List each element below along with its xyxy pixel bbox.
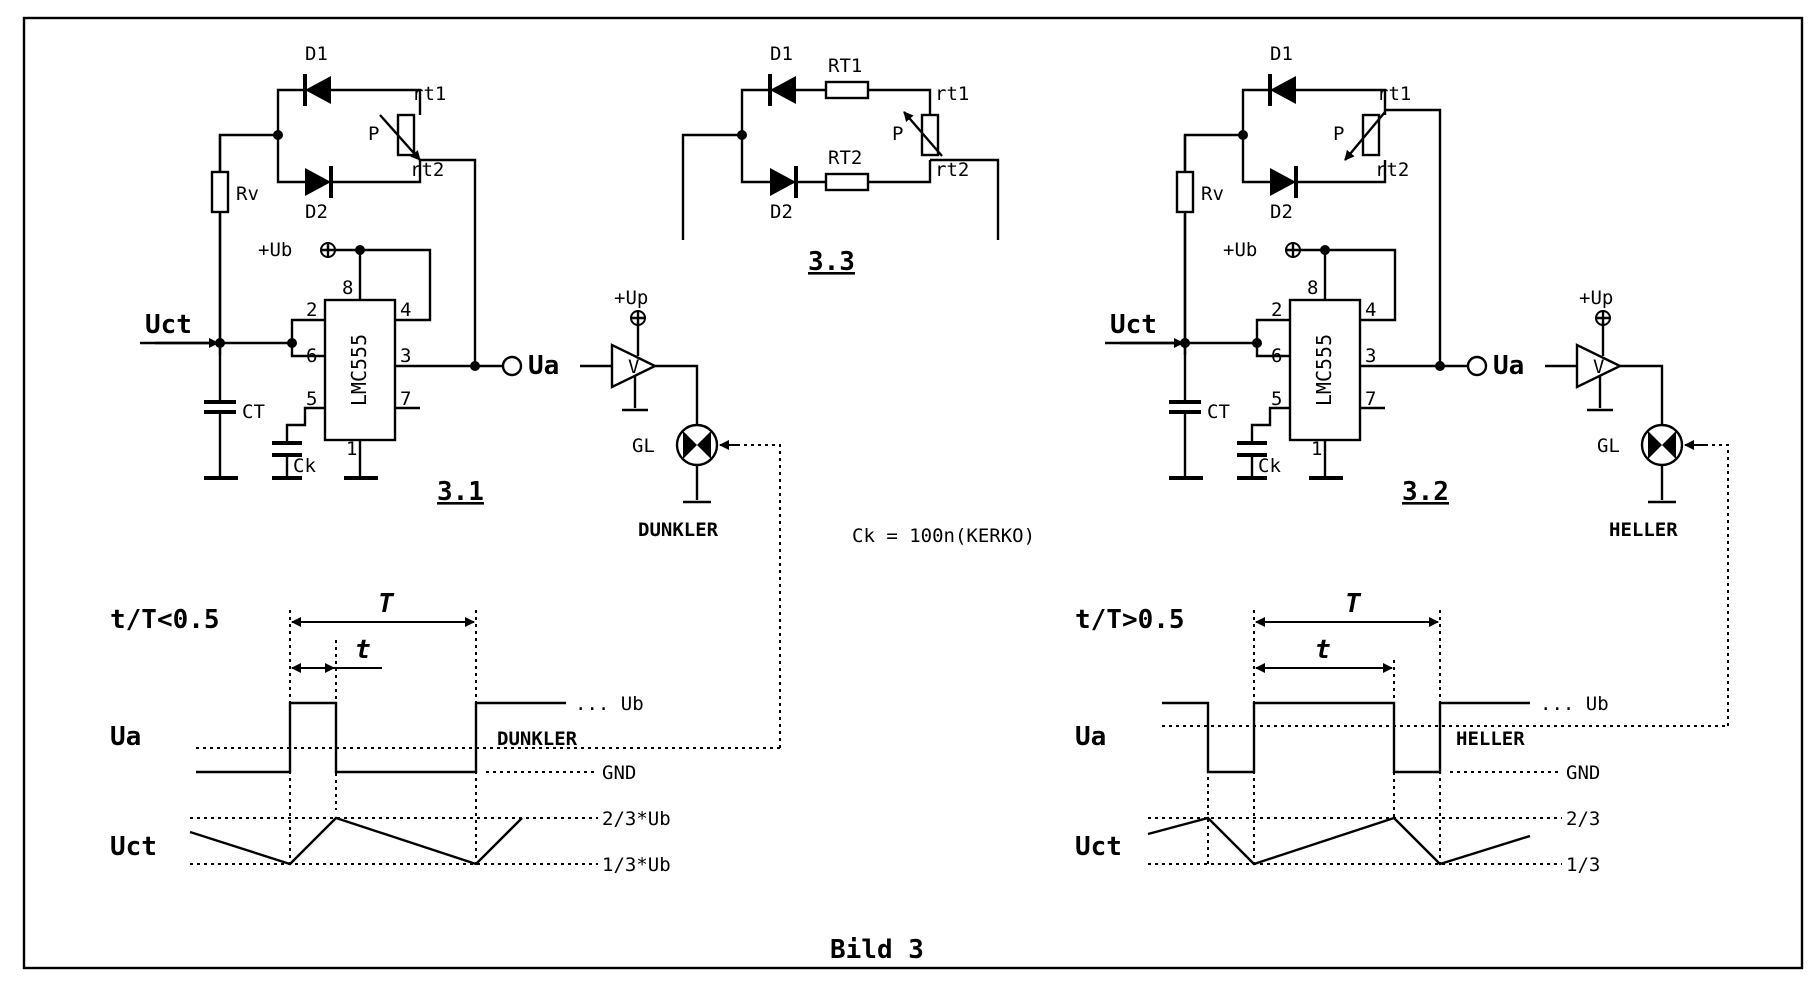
- pin-6: 6: [1271, 345, 1282, 367]
- section-label: 3.2: [1402, 477, 1449, 507]
- lamp-label: GL: [632, 435, 655, 457]
- pot-rt1-label: rt1: [1377, 83, 1411, 105]
- diode-d2-label: D2: [770, 201, 793, 223]
- resistor-rt2: [824, 172, 870, 192]
- level-gnd: GND: [1566, 762, 1600, 784]
- ck-note: Ck = 100n(KERKO): [852, 525, 1035, 547]
- pin-7: 7: [1365, 388, 1376, 410]
- pot-rt1-label: rt1: [412, 83, 446, 105]
- svg-text:V: V: [1593, 356, 1604, 378]
- result-label: HELLER: [1456, 728, 1525, 750]
- ic-lmc555-1: [323, 298, 397, 442]
- level-low: 1/3*Ub: [602, 854, 671, 876]
- uct-label: Uct: [1075, 832, 1122, 862]
- pot-rt2-label: rt2: [935, 159, 969, 181]
- level-ub: ... Ub: [575, 693, 644, 715]
- result-label: HELLER: [1609, 519, 1678, 541]
- uct-label: Uct: [110, 832, 157, 862]
- pin-2: 2: [306, 299, 317, 321]
- pot-rt1-label: rt1: [935, 83, 969, 105]
- diode-d1-symbol: [305, 76, 331, 104]
- timing-diagram-2: t/T>0.5 Ua Uct T t ... Ub GND HELLER 2/3…: [1075, 589, 1728, 876]
- diode-d1-label: D1: [770, 43, 793, 65]
- circuit-3-3: D1 D2 RT1 RT2 P rt1 rt2 3.3: [681, 43, 1000, 277]
- pot-label: P: [368, 123, 379, 145]
- pot-rt2-label: rt2: [410, 159, 444, 181]
- ua-label: Ua: [1075, 722, 1106, 752]
- resistor-rv-label: Rv: [1201, 183, 1224, 205]
- svg-text:V: V: [628, 356, 639, 378]
- result-label: DUNKLER: [638, 519, 719, 541]
- ic-label: LMC555: [347, 334, 371, 406]
- resistor-rv-label: Rv: [236, 183, 259, 205]
- output-ua-label: Ua: [528, 351, 559, 381]
- supply-label: +Ub: [258, 239, 292, 261]
- amplifier-symbol: [610, 343, 658, 389]
- condition-label: t/T<0.5: [110, 605, 220, 635]
- pin-3: 3: [400, 345, 411, 367]
- cap-ck-label: Ck: [1258, 455, 1281, 477]
- resistor-rt2-label: RT2: [828, 147, 862, 169]
- pin-6: 6: [306, 345, 317, 367]
- pin-3: 3: [1365, 345, 1376, 367]
- resistor-rv: [1175, 170, 1195, 214]
- lamp-label: GL: [1597, 435, 1620, 457]
- pin-4: 4: [1365, 299, 1376, 321]
- ua-label: Ua: [110, 722, 141, 752]
- pin-5: 5: [306, 388, 317, 410]
- diode-d2-label: D2: [1270, 201, 1293, 223]
- pin-1: 1: [1311, 438, 1322, 460]
- pot-label: P: [892, 123, 903, 145]
- condition-label: t/T>0.5: [1075, 605, 1185, 635]
- pulse-label: t: [355, 635, 371, 665]
- circuit-3-2: LMC555 V D1 D2 P rt1 rt2 Rv +Ub Uct CT C…: [1105, 43, 1684, 541]
- output-ua-label: Ua: [1493, 351, 1524, 381]
- pin-8: 8: [1307, 277, 1318, 299]
- pin-8: 8: [342, 277, 353, 299]
- cap-ck-label: Ck: [293, 455, 316, 477]
- diode-d2-symbol: [305, 168, 331, 196]
- diode-d1-label: D1: [305, 43, 328, 65]
- level-high: 2/3*Ub: [602, 808, 671, 830]
- result-label: DUNKLER: [497, 728, 578, 750]
- diode-d2-label: D2: [305, 201, 328, 223]
- level-gnd: GND: [602, 762, 636, 784]
- cap-ct-label: CT: [1207, 401, 1230, 423]
- amp-supply-label: +Up: [614, 287, 648, 309]
- section-label: 3.3: [808, 247, 855, 277]
- section-label: 3.1: [437, 477, 484, 507]
- pin-4: 4: [400, 299, 411, 321]
- figure-caption: Bild 3: [830, 935, 924, 965]
- ic-lmc555-2: [1288, 298, 1362, 442]
- pot-rt2-label: rt2: [1375, 159, 1409, 181]
- supply-label: +Ub: [1223, 239, 1257, 261]
- level-high: 2/3: [1566, 808, 1600, 830]
- pin-7: 7: [400, 388, 411, 410]
- period-label: T: [1345, 589, 1362, 619]
- timing-diagram-1: t/T<0.5 Ua Uct T t ... Ub GND DUNKLER 2/…: [110, 589, 780, 876]
- pin-5: 5: [1271, 388, 1282, 410]
- figure-frame: [22, 16, 1804, 970]
- level-low: 1/3: [1566, 854, 1600, 876]
- amp-supply-label: +Up: [1579, 287, 1613, 309]
- circuit-3-1: LMC555 V D1 D2 P rt1 rt2 Rv +Ub Uct CT C…: [140, 43, 719, 541]
- pot-label: P: [1333, 123, 1344, 145]
- pin-1: 1: [346, 438, 357, 460]
- resistor-rt1: [824, 80, 870, 100]
- ic-label: LMC555: [1312, 334, 1336, 406]
- pin-2: 2: [1271, 299, 1282, 321]
- level-ub: ... Ub: [1540, 693, 1609, 715]
- input-uct-label: Uct: [145, 310, 192, 340]
- input-uct-label: Uct: [1110, 310, 1157, 340]
- period-label: T: [378, 589, 395, 619]
- resistor-rt1-label: RT1: [828, 55, 862, 77]
- diode-d1-label: D1: [1270, 43, 1293, 65]
- resistor-rv: [210, 170, 230, 214]
- pulse-label: t: [1315, 635, 1331, 665]
- cap-ct-label: CT: [242, 401, 265, 423]
